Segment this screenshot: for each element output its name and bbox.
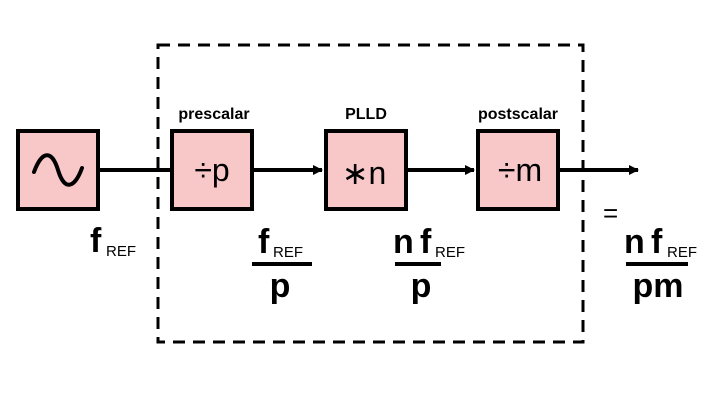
after-prescalar-num-sub: REF xyxy=(273,244,303,261)
output-num-f: f xyxy=(651,223,663,261)
output-equals: = xyxy=(603,198,618,228)
signal-label-reference: f REF xyxy=(90,222,136,260)
output-fraction-bar xyxy=(626,262,688,266)
after-plld-num-sub: REF xyxy=(435,244,465,261)
after-prescalar-den: p xyxy=(270,267,291,305)
after-plld-fraction-bar xyxy=(395,262,441,266)
after-plld-num-f: f xyxy=(420,223,432,261)
signal-label-output: = n f REF pm xyxy=(603,198,697,305)
after-prescalar-fraction-bar xyxy=(252,262,312,266)
output-num-n: n xyxy=(624,223,645,261)
prescalar-operator: ÷p xyxy=(194,152,229,188)
oscillator-block xyxy=(16,129,100,211)
output-den: pm xyxy=(633,267,684,305)
sine-wave-icon xyxy=(32,153,84,187)
prescalar-block: prescalar ÷p xyxy=(170,106,254,211)
after-plld-num-n: n xyxy=(393,223,414,261)
plld-operator: ∗n xyxy=(342,155,387,191)
postscalar-block: postscalar ÷m xyxy=(476,106,560,211)
signal-label-after-prescalar: f REF p xyxy=(252,223,312,305)
signal-label-after-plld: n f REF p xyxy=(393,223,465,305)
postscalar-operator: ÷m xyxy=(498,152,542,188)
reference-sub: REF xyxy=(106,243,136,260)
plld-block: PLLD ∗n xyxy=(324,106,408,211)
after-prescalar-num-f: f xyxy=(258,223,270,261)
plld-label: PLLD xyxy=(345,106,387,123)
reference-f: f xyxy=(90,222,102,260)
postscalar-label: postscalar xyxy=(478,106,558,123)
after-plld-den: p xyxy=(411,267,432,305)
prescalar-label: prescalar xyxy=(178,106,249,123)
output-num-sub: REF xyxy=(667,244,697,261)
